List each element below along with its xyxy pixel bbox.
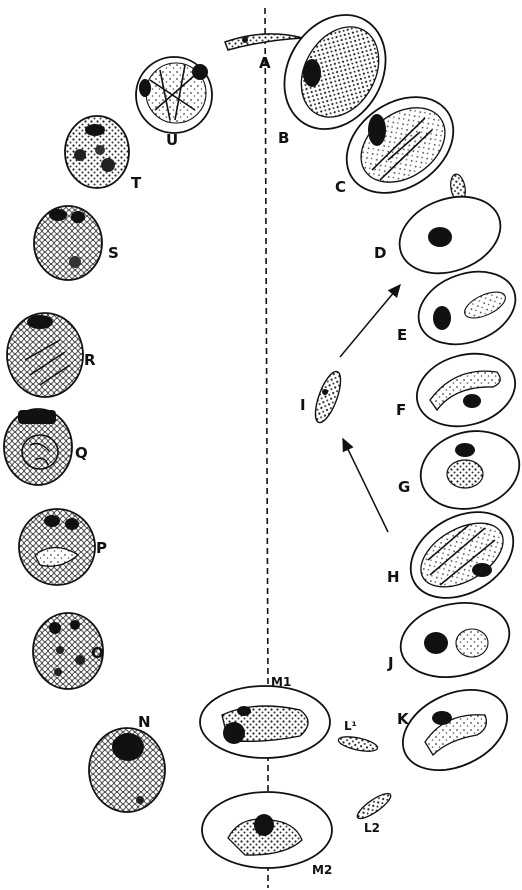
label-m2: M2 <box>312 863 332 877</box>
label-j: J <box>387 654 394 672</box>
stage-m1-cell <box>200 686 330 758</box>
label-e: E <box>397 326 407 344</box>
stage-i-merozoite <box>310 369 345 426</box>
label-u: U <box>166 131 178 149</box>
stage-l2-merozoite <box>354 790 394 823</box>
label-o: O <box>91 644 104 662</box>
stage-m2-cell <box>202 792 332 868</box>
label-a: A <box>259 54 271 72</box>
label-f: F <box>396 401 406 419</box>
label-b: B <box>278 129 289 147</box>
stage-r-cell <box>7 313 83 397</box>
stage-j-cell <box>394 593 517 686</box>
label-q: Q <box>75 444 88 462</box>
label-g: G <box>398 478 410 496</box>
stage-q-cell <box>4 409 72 485</box>
label-m1: M1 <box>271 675 291 689</box>
stage-l1-merozoite <box>337 734 379 754</box>
stage-k-cell <box>390 674 520 786</box>
stage-e-cell <box>408 259 522 357</box>
arrow-i-to-d <box>340 285 400 357</box>
stage-n-cell <box>89 728 165 812</box>
stage-p-cell <box>19 509 95 585</box>
label-t: T <box>131 174 142 192</box>
center-dashed-line-upper <box>265 8 268 690</box>
stage-d-cell <box>389 183 511 286</box>
label-s: S <box>108 244 119 262</box>
label-c: C <box>335 178 346 196</box>
stage-t-cell <box>65 116 129 188</box>
stage-g-cell <box>412 420 522 519</box>
stage-f-cell <box>409 343 522 436</box>
label-h: H <box>387 568 400 586</box>
label-r: R <box>84 351 96 369</box>
label-n: N <box>138 713 151 731</box>
label-d: D <box>374 244 386 262</box>
stage-a-merozoite <box>225 34 303 50</box>
label-k: K <box>397 710 410 728</box>
arrow-h-to-i <box>343 439 388 532</box>
stage-h-cell <box>395 495 522 616</box>
stage-s-cell <box>34 206 102 280</box>
label-l2: L2 <box>364 821 380 835</box>
label-i: I <box>300 396 306 414</box>
label-p: P <box>96 539 107 557</box>
label-l1: L¹ <box>344 719 357 733</box>
stage-u-cell <box>136 57 212 133</box>
